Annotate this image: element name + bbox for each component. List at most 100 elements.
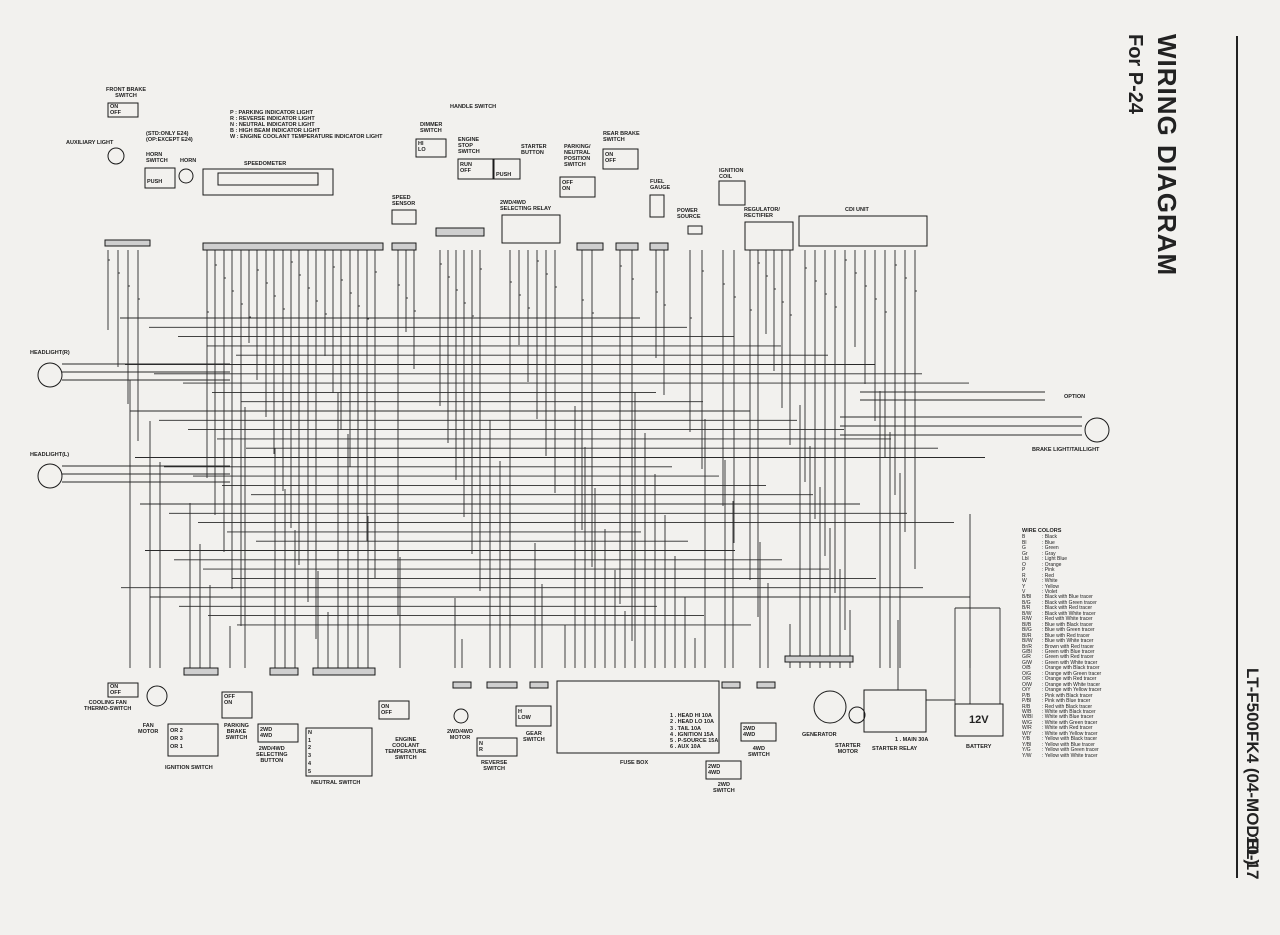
- label-front-brake-switch: FRONT BRAKE SWITCH: [106, 87, 147, 99]
- label-reverse-switch: REVERSE SWITCH: [481, 760, 508, 772]
- label-horn-switch: HORN SWITCH: [146, 152, 168, 164]
- coolant-table: [378, 700, 410, 720]
- starter-motor-shape: [848, 706, 866, 724]
- wire-color-desc: : Orange with Red tracer: [1042, 676, 1097, 683]
- wire-color-desc: : Orange: [1042, 561, 1062, 568]
- wire-color-row: O: Orange: [1022, 561, 1101, 568]
- wire-color-row: Lbl: Light Blue: [1022, 556, 1101, 562]
- label-speed-sensor: SPEED SENSOR: [392, 195, 416, 207]
- wire-color-desc: : Black: [1042, 534, 1058, 541]
- wire-color-desc: : Black with Red tracer: [1042, 605, 1093, 612]
- rear-brake-connector: [615, 242, 639, 251]
- battery-box: [954, 703, 1004, 737]
- starter-relay-box: [863, 689, 927, 733]
- label-main-fuse: 1 . MAIN 30A: [895, 737, 929, 743]
- wire-color-row: Y/W: Yellow with White tracer: [1022, 753, 1101, 759]
- label-fuse-box: FUSE BOX: [620, 760, 649, 766]
- wire-color-desc: : Pink: [1042, 567, 1055, 574]
- wire-color-desc: : Brown with Red tracer: [1042, 643, 1094, 650]
- fan-motor-shape: [146, 685, 168, 707]
- wire-color-row: W/Y : White with Yellow tracer: [1022, 730, 1101, 737]
- title-rule: [1236, 36, 1238, 878]
- wire-color-code: B/W: [1022, 610, 1032, 617]
- pbrake-connector: [269, 667, 299, 676]
- wire-color-row: Bl/B: Blue with Black tracer: [1022, 622, 1101, 628]
- wire-color-code: Y: [1022, 583, 1026, 590]
- wire-color-row: R: Red: [1022, 573, 1101, 579]
- label-headlight-l: HEADLIGHT(L): [30, 452, 70, 458]
- wire-color-desc: : Yellow with Green tracer: [1042, 747, 1099, 754]
- wire-color-row: Br/R: Brown with Red tracer: [1022, 643, 1101, 650]
- wire-color-desc: : Orange with Black tracer: [1042, 665, 1100, 672]
- horn-shape: [178, 168, 194, 184]
- wire-color-desc: : White with Yellow tracer: [1042, 730, 1098, 737]
- starter-push-state: PUSH: [496, 172, 512, 178]
- power-source-box: [687, 225, 703, 235]
- wire-color-desc: : Gray: [1042, 550, 1056, 557]
- wire-color-row: O/G: Orange with Green tracer: [1022, 670, 1101, 677]
- wire-color-code: P/Bl: [1022, 698, 1032, 705]
- wire-color-row: B/R: Black with Red tracer: [1022, 605, 1101, 612]
- headlight-r-lamp: [37, 362, 63, 388]
- sw4-connector: [721, 681, 741, 689]
- wire-color-row: O/W: Orange with White tracer: [1022, 681, 1101, 688]
- regulator-box: [744, 221, 794, 251]
- label-coolant-temp: ENGINE COOLANT TEMPERATURE SWITCH: [385, 737, 427, 761]
- diagram-title: WIRING DIAGRAM: [1152, 34, 1182, 277]
- wire-color-row: O/Y: Orange with Yellow tracer: [1022, 687, 1101, 693]
- wire-color-row: G: Green: [1022, 545, 1101, 551]
- handle-switch-connector: [435, 227, 485, 237]
- gear-table: [515, 705, 552, 727]
- wire-color-desc: : Blue: [1042, 539, 1055, 546]
- wire-color-row: P/B: Pink with Black tracer: [1022, 693, 1101, 699]
- label-2wd4wd-motor: 2WD/4WD MOTOR: [447, 729, 473, 741]
- wire-color-code: O/W: [1022, 681, 1032, 688]
- label-engine-stop: ENGINE STOP SWITCH: [458, 137, 480, 155]
- label-power-source: POWER SOURCE: [677, 208, 701, 220]
- wire-color-desc: : White with Green tracer: [1042, 719, 1098, 726]
- horn-push-state: PUSH: [147, 179, 163, 185]
- select-button-table: [257, 723, 299, 743]
- wire-color-row: Bl/R: Blue with Red tracer: [1022, 633, 1101, 639]
- wire-color-row: O/B: Orange with Black tracer: [1022, 665, 1101, 672]
- wire-color-row: R/B: Red with Black tracer: [1022, 704, 1101, 710]
- wire-color-row: B: Black: [1022, 534, 1101, 541]
- wire-color-code: W/Y: [1022, 730, 1032, 737]
- wire-color-code: W/R: [1022, 725, 1032, 732]
- wiring-schematic: [37, 102, 1110, 780]
- ign-connector: [183, 667, 219, 676]
- wire-color-row: P/Bl: Pink with Blue tracer: [1022, 698, 1101, 705]
- wire-color-desc: : White with Black tracer: [1042, 708, 1096, 715]
- reverse-table: [476, 737, 518, 757]
- wire-color-desc: : Blue with Green tracer: [1042, 627, 1095, 634]
- label-rear-brake: REAR BRAKE SWITCH: [603, 131, 640, 143]
- label-parking-brake: PARKING BRAKE SWITCH: [224, 723, 249, 741]
- label-dimmer-switch: DIMMER SWITCH: [420, 122, 443, 134]
- label-battery: BATTERY: [966, 744, 992, 750]
- speedometer-box: [202, 168, 334, 196]
- wire-color-row: P: Pink: [1022, 567, 1101, 574]
- reverse-connector: [486, 681, 518, 689]
- wire-color-desc: : White with Blue tracer: [1042, 714, 1094, 721]
- label-gear-switch: GEAR SWITCH: [523, 731, 545, 743]
- wire-color-code: Bl/G: [1022, 627, 1032, 634]
- label-starter-motor: STARTER MOTOR: [835, 743, 861, 755]
- wire-color-code: O/G: [1022, 670, 1032, 677]
- label-auxiliary-light: AUXILIARY LIGHT: [66, 140, 114, 146]
- wire-color-row: B/G: Black with Green tracer: [1022, 599, 1101, 606]
- label-4wd-switch: 4WD SWITCH: [748, 746, 770, 758]
- gear-connector: [529, 681, 549, 689]
- wire-color-desc: : Black with Green tracer: [1042, 599, 1097, 606]
